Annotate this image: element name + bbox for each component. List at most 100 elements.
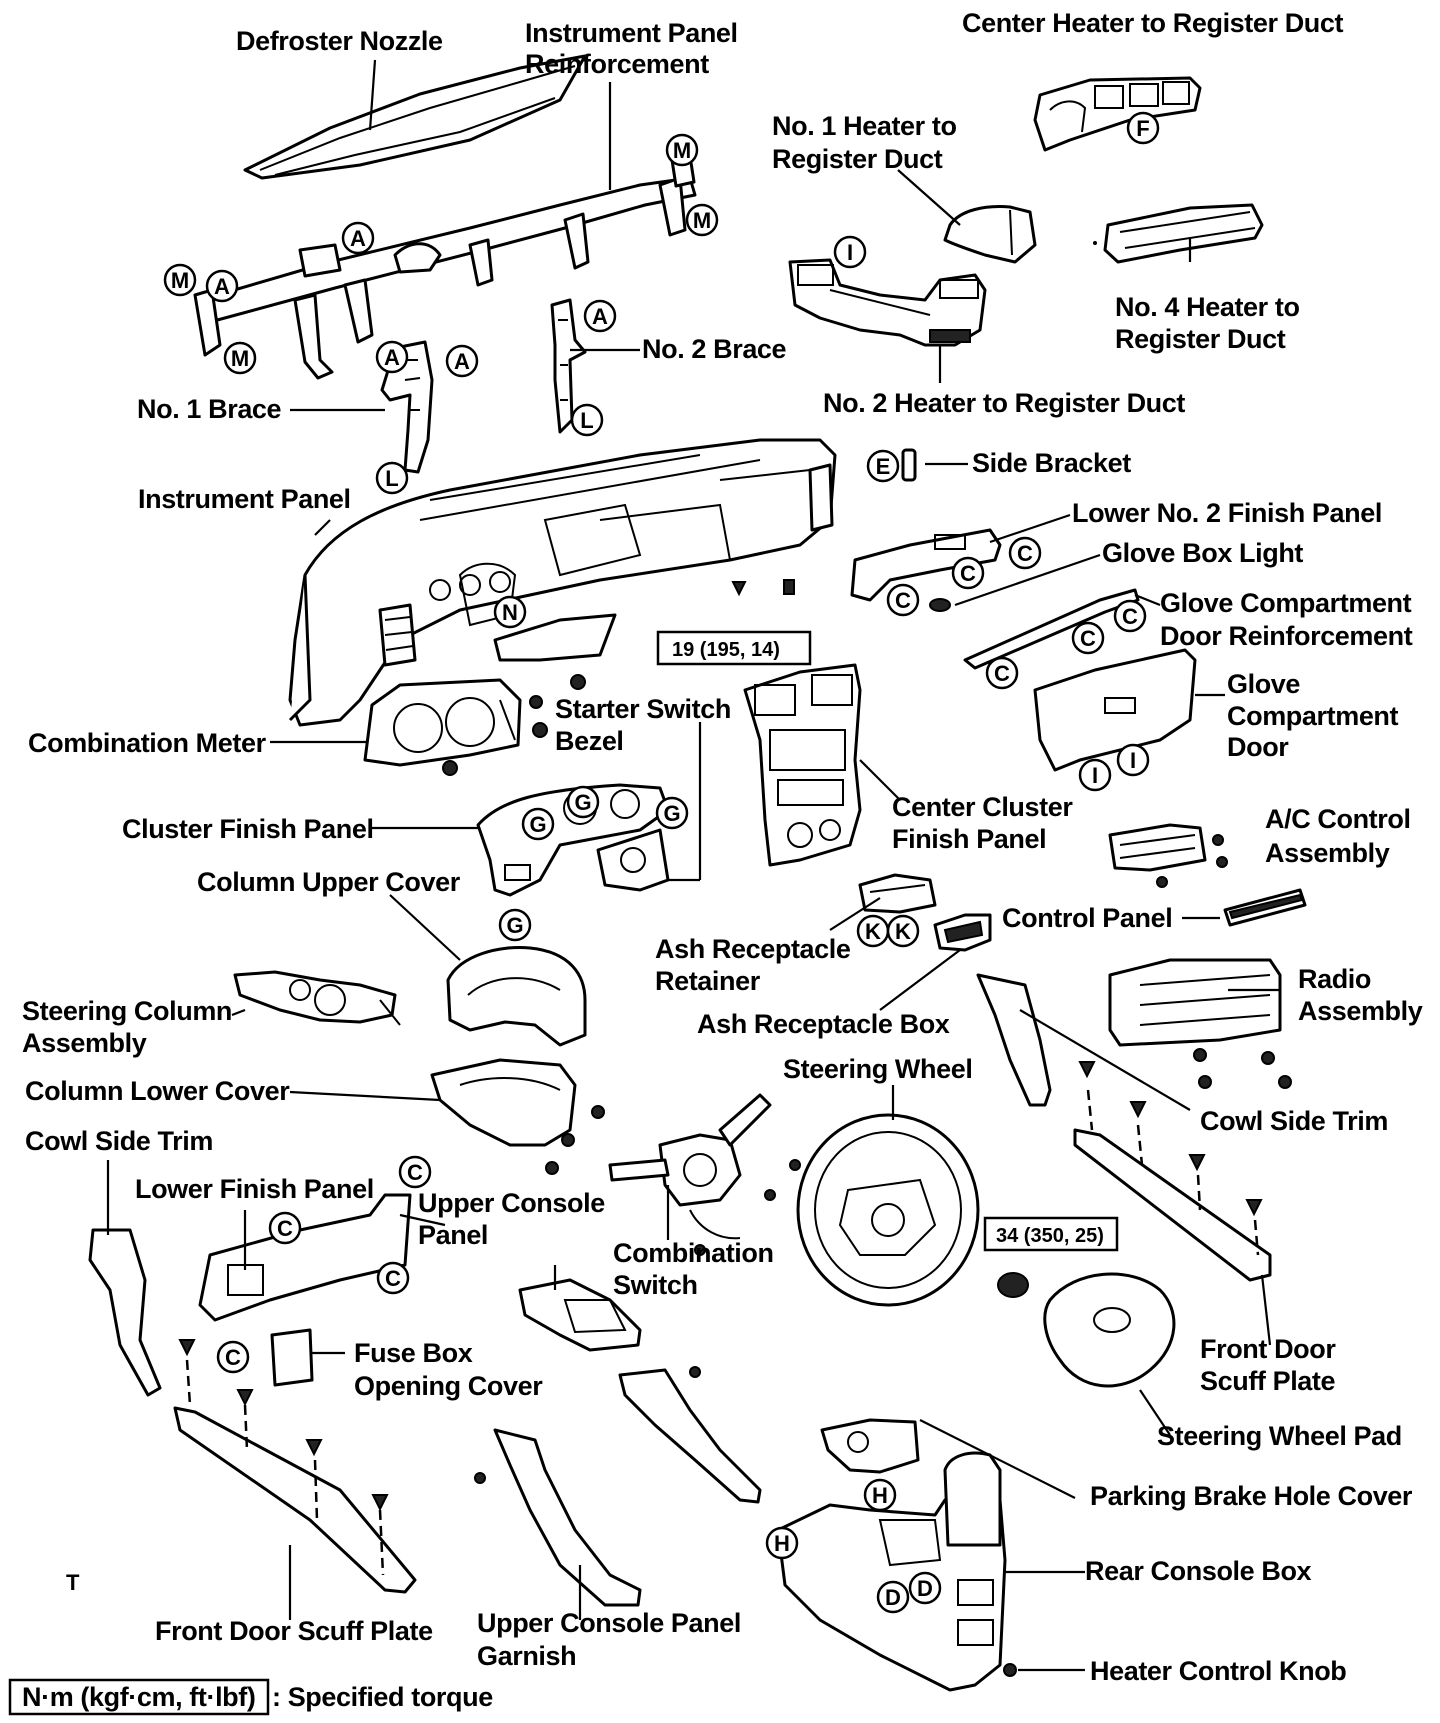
label-no4-heater-duct-2: Register Duct (1115, 324, 1286, 354)
label-radio-2: Assembly (1298, 996, 1423, 1026)
heater-control-knob-drawing (1003, 1663, 1017, 1677)
callout-letter: G (506, 913, 523, 938)
callout-c-icon: C (268, 1211, 302, 1245)
callout-g-icon: G (566, 785, 600, 819)
label-no4-heater-duct-1: No. 4 Heater to (1115, 292, 1300, 322)
no4-heater-duct-drawing (1093, 203, 1264, 264)
torque-box-19: 19 (195, 14) (656, 630, 812, 666)
label-fuse-box-1: Fuse Box (354, 1338, 473, 1368)
label-control-panel: Control Panel (1002, 903, 1172, 933)
callout-letter: M (673, 138, 691, 163)
label-combination-meter: Combination Meter (28, 728, 267, 758)
label-defroster-nozzle: Defroster Nozzle (236, 26, 443, 56)
callout-letter: C (385, 1266, 401, 1291)
label-no2-brace: No. 2 Brace (642, 334, 787, 364)
callout-m-icon: M (685, 203, 719, 237)
callout-m-icon: M (665, 133, 699, 167)
label-cowl-side-trim-right: Cowl Side Trim (1200, 1106, 1388, 1136)
front-door-scuff-left-drawing (173, 1339, 417, 1594)
label-front-door-scuff-right-2: Scuff Plate (1200, 1366, 1336, 1396)
steering-nut-drawing (997, 1272, 1029, 1298)
combination-switch-drawing (608, 1093, 801, 1256)
label-radio-1: Radio (1298, 964, 1371, 994)
label-fuse-box-2: Opening Cover (354, 1371, 543, 1401)
label-combination-switch-2: Switch (613, 1270, 698, 1300)
callout-letter: E (876, 454, 891, 479)
callout-i-icon: I (1116, 743, 1150, 777)
upper-console-garnish-right-drawing (618, 1366, 762, 1504)
part-labels: Defroster Nozzle Instrument Panel Reinfo… (22, 8, 1423, 1686)
callout-c-icon: C (1008, 536, 1042, 570)
label-cowl-side-trim-left: Cowl Side Trim (25, 1126, 213, 1156)
leader-lines (106, 59, 1280, 1672)
label-steering-wheel-pad: Steering Wheel Pad (1157, 1421, 1402, 1451)
front-door-scuff-right-drawing (1073, 1061, 1272, 1282)
no2-heater-duct-drawing (788, 258, 987, 347)
label-corner-mark: T (66, 1570, 80, 1595)
ip-bolts (442, 579, 795, 776)
callout-letter: C (994, 661, 1010, 686)
callout-f-icon: F (1126, 111, 1160, 145)
callout-g-icon: G (521, 807, 555, 841)
ac-control-drawing (1108, 823, 1228, 888)
callout-letter: A (214, 274, 230, 299)
label-glove-door-reinf-1: Glove Compartment (1160, 588, 1412, 618)
defroster-nozzle-drawing (243, 54, 587, 180)
torque-34-text: 34 (350, 25) (996, 1225, 1104, 1247)
center-cluster-drawing (743, 663, 862, 867)
steering-wheel-drawing (796, 1113, 980, 1307)
callout-c-icon: C (951, 556, 985, 590)
callout-letter: C (225, 1345, 241, 1370)
callout-letter: A (350, 226, 366, 251)
callout-k-icon: K (856, 914, 890, 948)
radio-drawing (1108, 958, 1292, 1089)
label-ip-reinforcement-2: Reinforcement (525, 49, 709, 79)
callout-letter: A (384, 345, 400, 370)
side-bracket-drawing (901, 448, 917, 482)
label-glove-box-light: Glove Box Light (1102, 538, 1303, 568)
label-glove-door-3: Door (1227, 732, 1289, 762)
lower-finish-panel-drawing (198, 1193, 412, 1322)
callout-d-icon: D (876, 1580, 910, 1614)
label-ash-box: Ash Receptacle Box (697, 1009, 950, 1039)
label-cluster-finish-panel: Cluster Finish Panel (122, 814, 374, 844)
callout-letter: D (917, 1576, 933, 1601)
combination-meter-drawing (363, 678, 522, 767)
label-ash-retainer-2: Retainer (655, 966, 761, 996)
callout-c-icon: C (398, 1155, 432, 1189)
label-lower-no2-finish-panel: Lower No. 2 Finish Panel (1072, 498, 1382, 528)
callout-h-icon: H (765, 1526, 799, 1560)
callout-c-icon: C (1113, 599, 1147, 633)
callout-i-icon: I (1078, 758, 1112, 792)
callout-letter: M (231, 346, 249, 371)
ip-reinforcement-drawing (193, 154, 697, 380)
callout-l-icon: L (375, 461, 409, 495)
callout-l-icon: L (570, 403, 604, 437)
torque-legend-units: N·m (kgf·cm, ft·lbf) (22, 1682, 255, 1712)
callout-n-icon: N (493, 595, 527, 629)
glove-door-drawing (1033, 648, 1197, 772)
label-steering-column-1: Steering Column (22, 996, 232, 1026)
callout-letter: M (693, 208, 711, 233)
callout-letter: I (1130, 748, 1136, 773)
callout-c-icon: C (1071, 621, 1105, 655)
label-upper-console-garnish-1: Upper Console Panel (477, 1608, 741, 1638)
label-front-door-scuff-right-1: Front Door (1200, 1334, 1336, 1364)
callout-letter: L (580, 408, 593, 433)
label-combination-switch-1: Combination (613, 1238, 774, 1268)
callout-letter: L (385, 466, 398, 491)
callout-letter: G (663, 801, 680, 826)
callout-m-icon: M (163, 263, 197, 297)
callout-c-icon: C (376, 1261, 410, 1295)
callout-letter: A (454, 349, 470, 374)
label-upper-console-1: Upper Console (418, 1188, 605, 1218)
callout-c-icon: C (985, 656, 1019, 690)
callout-letter: N (502, 600, 518, 625)
callout-letter: C (1122, 604, 1138, 629)
label-center-heater-duct: Center Heater to Register Duct (962, 8, 1344, 38)
label-rear-console-box: Rear Console Box (1085, 1556, 1312, 1586)
callout-letter: C (1017, 541, 1033, 566)
callout-e-icon: E (866, 449, 900, 483)
